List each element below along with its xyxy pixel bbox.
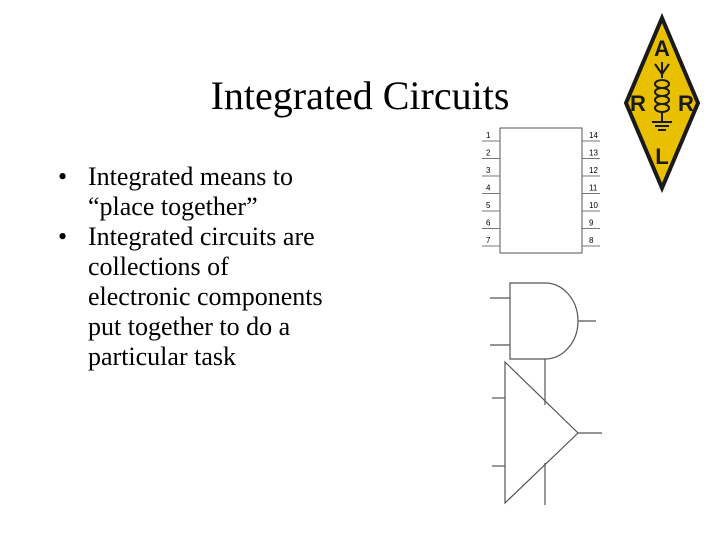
logo-letter-left: R — [630, 91, 646, 116]
bullet-marker: • — [58, 222, 68, 251]
ic-pin-number: 7 — [486, 236, 491, 245]
ic-pin-number: 8 — [589, 236, 594, 245]
bullet-marker: • — [58, 162, 68, 191]
ic-pin-number: 5 — [486, 201, 491, 210]
ic-pin-number: 14 — [589, 131, 598, 140]
bullet-line: Integrated means to — [88, 162, 294, 191]
ic-pin-number: 4 — [486, 184, 491, 193]
antenna-coil-icon — [652, 62, 672, 131]
bullet-line: collections of — [88, 252, 229, 281]
slide-title: Integrated Circuits — [210, 73, 510, 118]
ic-pin-number: 13 — [589, 149, 598, 158]
bullet-line: Integrated circuits are — [88, 222, 315, 251]
bullet-line: electronic components — [88, 282, 323, 311]
ic-chip-body — [499, 127, 583, 254]
ic-pin-number: 10 — [589, 201, 598, 210]
ic-pin-number: 2 — [486, 149, 491, 158]
bullet-list: • Integrated means to “place together” •… — [58, 162, 358, 372]
bullet-item: • Integrated means to “place together” — [58, 162, 358, 222]
logo-letter-bottom: L — [655, 144, 668, 169]
bullet-line: “place together” — [88, 192, 258, 221]
and-gate-body — [509, 282, 579, 360]
logo-letter-right: R — [678, 91, 694, 116]
logo-letter-top: A — [654, 36, 670, 61]
and-gate-symbol — [490, 282, 596, 360]
ic-pin-number: 6 — [486, 219, 491, 228]
ic-pin-number: 9 — [589, 219, 594, 228]
ic-pin-number: 11 — [589, 184, 598, 193]
arrl-logo: A R R L — [623, 12, 701, 194]
ic-pin-number: 12 — [589, 166, 598, 175]
amplifier-symbol — [492, 359, 602, 505]
ic-pin-number: 3 — [486, 166, 491, 175]
bullet-line: put together to do a — [88, 312, 291, 341]
bullet-item: • Integrated circuits are collections of… — [58, 222, 358, 372]
bullet-line: particular task — [88, 342, 236, 371]
amplifier-triangle — [504, 360, 579, 505]
ic-pin-number: 1 — [486, 131, 491, 140]
